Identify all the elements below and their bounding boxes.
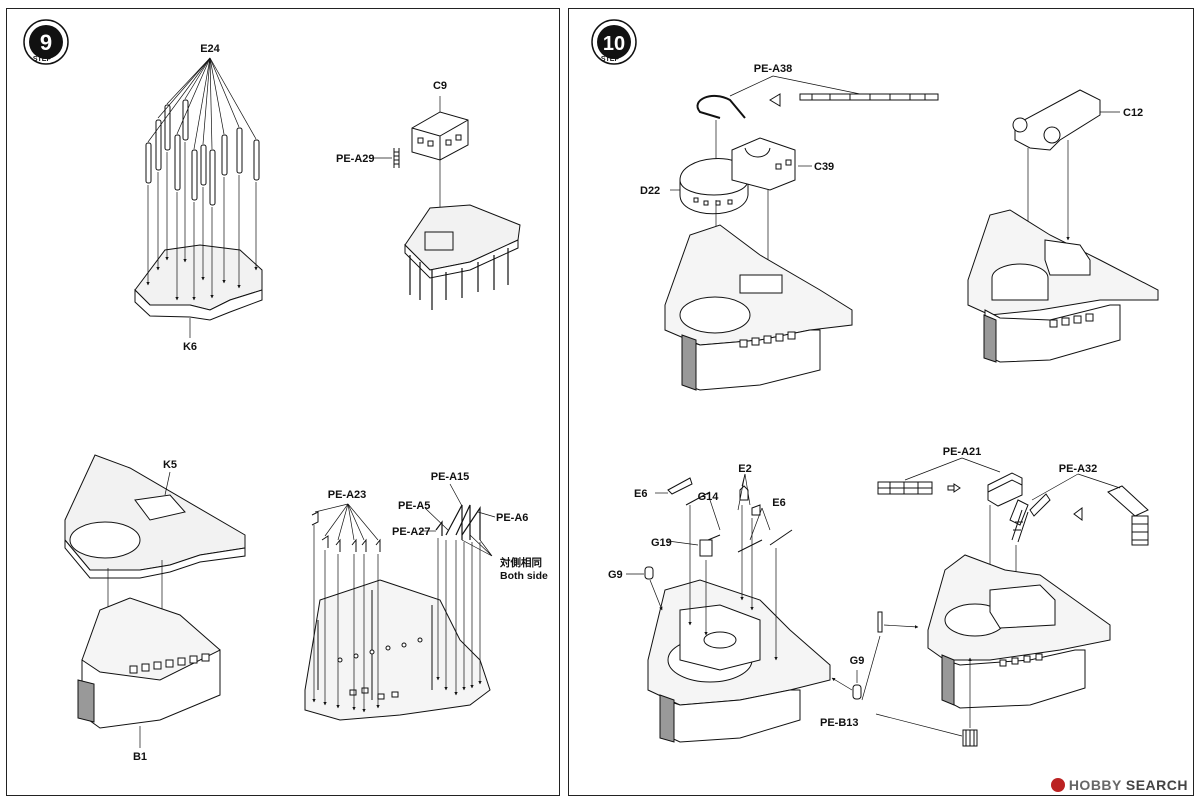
watermark-logo-icon xyxy=(1050,778,1065,792)
label-pe-a15: PE-A15 xyxy=(431,471,470,483)
step10-fittings-leaders xyxy=(626,473,858,683)
pe-a38-bend-arrow xyxy=(769,93,781,107)
railing-deck-part xyxy=(304,579,491,721)
pe-a21-leaders xyxy=(904,457,1001,481)
label-pe-a6: PE-A6 xyxy=(496,512,528,524)
label-pe-a27: PE-A27 xyxy=(392,526,431,538)
c9-base-part xyxy=(404,204,521,310)
label-g9-right: G9 xyxy=(850,655,865,667)
label-e6-left: E6 xyxy=(634,488,647,500)
pe-a15-leaders xyxy=(420,483,496,557)
label-g9-left: G9 xyxy=(608,569,623,581)
c39-part xyxy=(731,137,796,191)
label-c9: C9 xyxy=(433,80,447,92)
pe-a29-ladder xyxy=(393,148,400,168)
step-9-badge: 9 STEP xyxy=(23,19,69,65)
pe-a23-railing-pieces xyxy=(311,511,381,552)
label-c12: C12 xyxy=(1123,107,1143,119)
step-10-word: STEP xyxy=(601,56,620,63)
label-pe-a21: PE-A21 xyxy=(943,446,982,458)
k5-deck-part xyxy=(64,454,246,579)
step10-fittings-small xyxy=(644,477,862,700)
step10-hull-a xyxy=(664,224,853,391)
pe-a23-insert-arrows xyxy=(312,525,380,713)
note-both-side-en: Both side xyxy=(500,570,548,582)
pe-a21-fold-arrow xyxy=(947,483,961,493)
k5-leader xyxy=(164,471,171,496)
step10-hull-c xyxy=(647,579,831,743)
pe-a32-ladder xyxy=(1009,493,1051,543)
pe-a21-folded xyxy=(987,472,1023,507)
e24-leader-lines xyxy=(147,57,257,150)
pe-a32-fold-arrow xyxy=(1073,507,1083,521)
label-pe-a38: PE-A38 xyxy=(754,63,793,75)
watermark-brand: HOBBY xyxy=(1068,777,1122,793)
step-9-word: STEP xyxy=(33,56,52,63)
pe-a38-leaders xyxy=(729,75,861,97)
e24-insert-arrows xyxy=(146,142,258,301)
note-both-side-cn: 対側相同 xyxy=(499,556,542,569)
label-c39: C39 xyxy=(814,161,834,173)
step-10-number: 10 xyxy=(603,33,625,55)
pe-b13-arrow-1 xyxy=(883,624,919,629)
d22-part xyxy=(679,158,749,215)
step10-hull-d xyxy=(927,554,1111,709)
pe-a38-bent xyxy=(696,94,746,119)
label-d22: D22 xyxy=(640,185,660,197)
pe-a32-leaders xyxy=(1031,473,1121,501)
label-k6: K6 xyxy=(183,341,197,353)
label-pe-a5: PE-A5 xyxy=(398,500,430,512)
watermark: HOBBY SEARCH xyxy=(1050,777,1188,793)
step10-fittings-arrows xyxy=(649,505,853,691)
pe-a38-strip xyxy=(799,93,939,101)
c9-part xyxy=(411,111,469,161)
e24-poles xyxy=(145,99,260,206)
watermark-rest: SEARCH xyxy=(1125,777,1188,793)
label-pe-a32: PE-A32 xyxy=(1059,463,1098,475)
pe-a23-leaders xyxy=(314,503,379,541)
step-10-badge: 10 STEP xyxy=(591,19,637,65)
label-pe-a23: PE-A23 xyxy=(328,489,367,501)
b1-hull-part xyxy=(77,597,221,729)
label-g14: G14 xyxy=(698,491,720,503)
pe-b13-leaders xyxy=(861,635,963,737)
c12-part xyxy=(1012,89,1101,151)
pe-a32-flat xyxy=(1107,485,1149,546)
label-g19: G19 xyxy=(651,537,672,549)
pe-a15-railing-pieces xyxy=(435,504,481,540)
label-pe-a29: PE-A29 xyxy=(336,153,375,165)
pe-b13-part xyxy=(877,611,978,747)
label-b1: B1 xyxy=(133,751,147,763)
pe-a21-flat xyxy=(877,481,933,495)
pe-a15-insert-arrows xyxy=(436,538,482,696)
k6-base-part xyxy=(134,244,263,321)
step10-hull-b xyxy=(967,209,1159,363)
label-e24: E24 xyxy=(200,43,220,55)
label-e6-right: E6 xyxy=(772,497,785,509)
label-e2: E2 xyxy=(738,463,751,475)
label-pe-b13: PE-B13 xyxy=(820,717,859,729)
label-k5: K5 xyxy=(163,459,177,471)
step-9-number: 9 xyxy=(40,30,52,55)
